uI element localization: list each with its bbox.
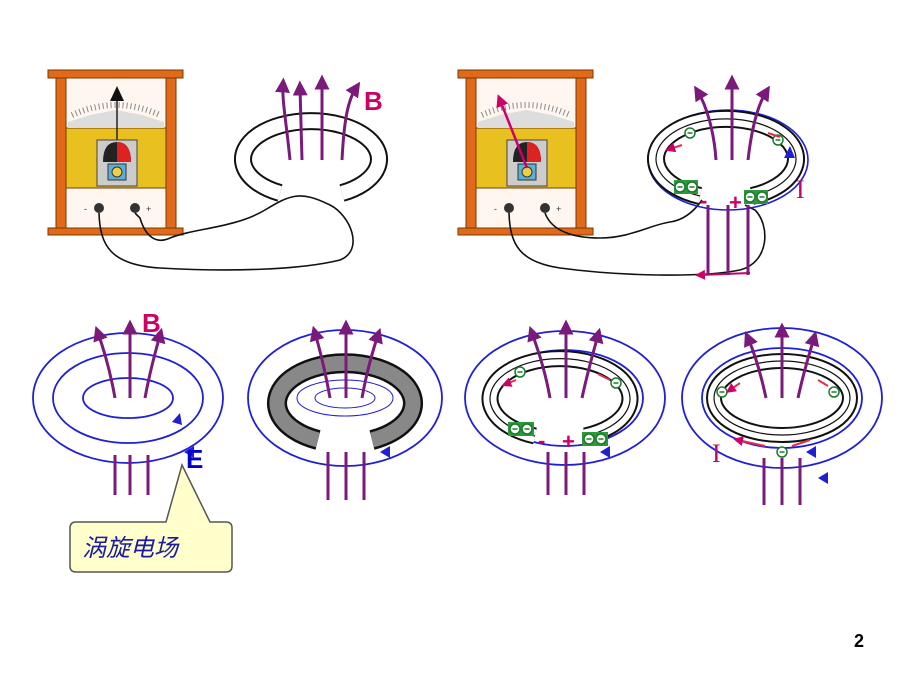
charges-top-right <box>665 127 795 204</box>
meter2-plus-label: + <box>556 204 561 214</box>
wire-right <box>508 204 766 276</box>
minus-sign-top: - <box>700 188 707 213</box>
meter-plus-label: + <box>146 204 151 214</box>
magnetic-field-lines-top-right <box>694 74 770 275</box>
callout-text: 涡旋电场 <box>82 534 180 562</box>
panel-induced-current: I <box>681 322 883 505</box>
coil-ring-top-left <box>234 112 388 202</box>
current-label-top: I <box>796 175 805 204</box>
b-field-label-bottom: B <box>142 308 161 338</box>
meter2-minus-label: - <box>494 204 497 214</box>
panel-electric-field: B E <box>32 308 224 495</box>
current-label-bottom: I <box>712 439 721 468</box>
page-number: 2 <box>853 631 864 651</box>
magnetic-field-lines-top-left <box>275 74 361 161</box>
meter-minus-label: - <box>84 204 87 214</box>
panel-charge-separation: - + <box>464 319 666 495</box>
coil-ring-top-right <box>647 109 805 205</box>
galvanometer-right: - + <box>457 69 594 236</box>
callout-eddy-field: 涡旋电场 <box>69 462 233 573</box>
plus-sign-top: + <box>729 190 742 215</box>
b-field-label-top: B <box>364 86 383 116</box>
wire-left <box>98 195 354 271</box>
minus-sign-bottom: - <box>538 428 545 453</box>
plus-sign-bottom: + <box>562 429 575 454</box>
galvanometer-left: - + <box>47 69 184 236</box>
e-field-label: E <box>186 444 203 474</box>
panel-ring-in-field <box>247 319 443 500</box>
